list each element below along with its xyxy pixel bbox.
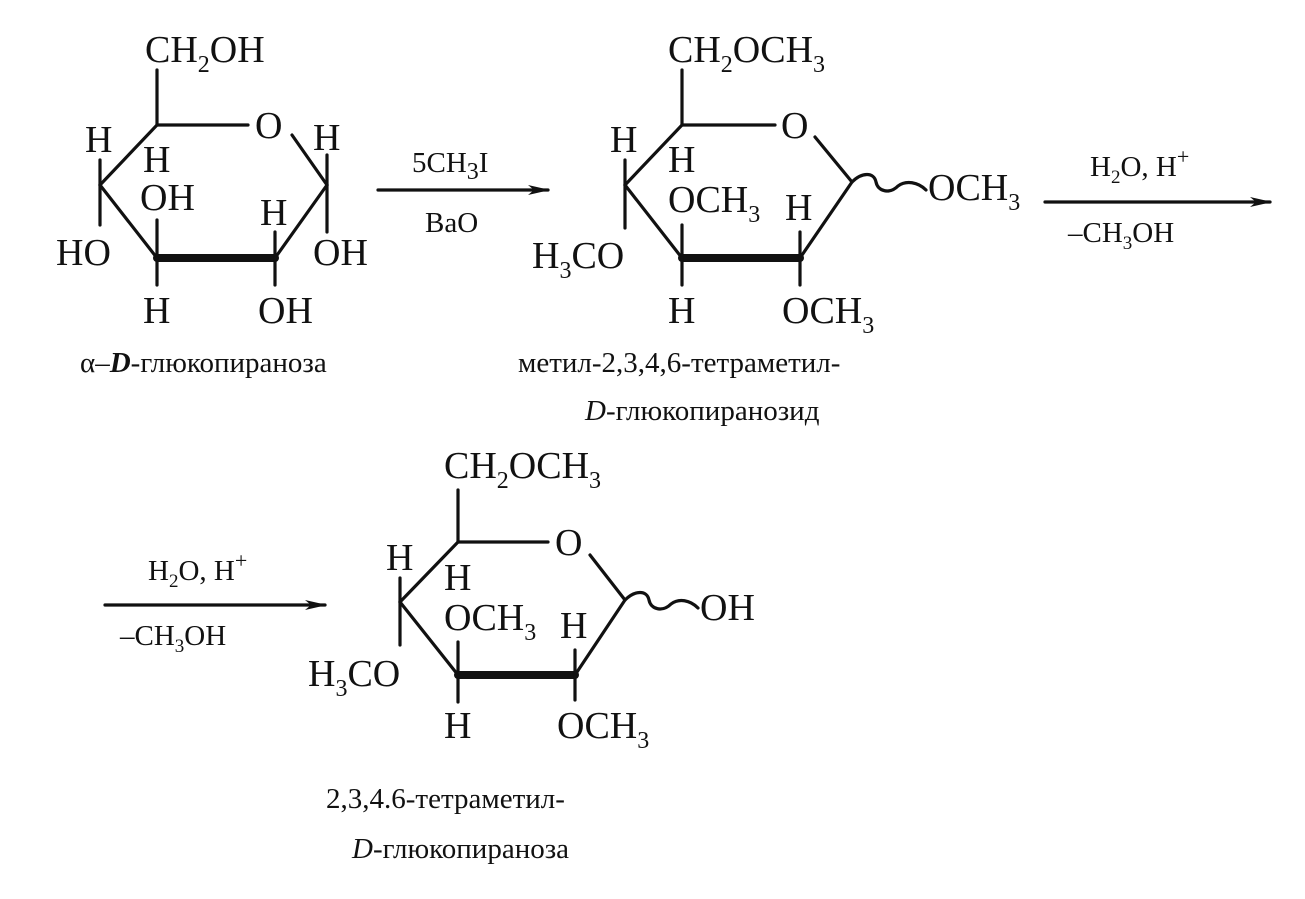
bond-c1-c2 xyxy=(273,183,329,260)
bond-o-c1 xyxy=(290,133,329,187)
label-h-c1: H xyxy=(313,117,340,159)
label-h-c5: H xyxy=(668,139,695,181)
label-ring-o: O xyxy=(555,522,582,564)
reagent-h2o-h: H2O, H+ xyxy=(148,548,247,592)
arrow-methylation: 5CH3I BaO xyxy=(376,147,550,239)
caption-line2: D-глюкопиранозид xyxy=(584,395,820,427)
bond-o-c1 xyxy=(813,135,854,184)
label-h3co-c4: H3CO xyxy=(308,653,400,702)
label-h-c2: H xyxy=(785,187,812,229)
reagent-ch3i: 5CH3I xyxy=(412,147,488,185)
bond-c1-c2 xyxy=(798,180,854,260)
label-och3-c2: OCH3 xyxy=(557,705,649,754)
label-och3-c2: OCH3 xyxy=(782,290,874,339)
bond-c4-c5 xyxy=(623,123,684,187)
bond-c4-c5 xyxy=(398,540,460,604)
reagent-minus-ch3oh: –CH3OH xyxy=(119,620,226,657)
bond-c3-c4 xyxy=(623,183,684,260)
bond-c1-c2 xyxy=(573,598,627,677)
label-och3-c3: OCH3 xyxy=(668,179,760,228)
bond-c3-c4 xyxy=(98,183,159,260)
label-h-c5: H xyxy=(143,139,170,181)
reagent-minus-ch3oh: –CH3OH xyxy=(1067,217,1174,254)
arrow-hydrolysis-1: H2O, H+ –CH3OH xyxy=(1043,144,1272,254)
label-ring-o: O xyxy=(255,105,282,147)
caption-alpha-d-glucopyranose: α–D-глюкопираноза xyxy=(80,347,327,379)
label-h3co-c4: H3CO xyxy=(532,235,624,284)
label-oh-c3: OH xyxy=(140,177,195,219)
label-ch2och3: CH2OCH3 xyxy=(668,29,825,78)
bond-c4-c5 xyxy=(98,123,159,187)
structure-alpha-d-glucopyranose: CH2OH O H H H OH H HO OH H OH α–D-глюкоп… xyxy=(56,29,368,379)
reagent-h2o-h: H2O, H+ xyxy=(1090,144,1189,188)
label-h-c4: H xyxy=(85,119,112,161)
caption-line1: 2,3,4.6-тетраметил- xyxy=(326,783,565,815)
label-ring-o: O xyxy=(781,105,808,147)
label-h-c2: H xyxy=(260,192,287,234)
structure-tetramethyl-glucopyranose: CH2OCH3 O H H OCH3 H H3CO H OCH3 OH 2,3,… xyxy=(308,445,755,865)
label-och3-c3: OCH3 xyxy=(444,597,536,646)
label-och3-anomeric: OCH3 xyxy=(928,167,1020,216)
label-ch2och3: CH2OCH3 xyxy=(444,445,601,494)
bond-anomeric-wavy xyxy=(850,172,928,193)
label-oh-c1: OH xyxy=(313,232,368,274)
bond-c3-c4 xyxy=(398,600,460,677)
structure-methyl-tetramethyl-glucopyranoside: CH2OCH3 O H H OCH3 H H3CO H OCH3 OCH3 ме… xyxy=(518,29,1020,427)
bond-o-c1 xyxy=(588,553,627,602)
label-h-c3: H xyxy=(444,705,471,747)
label-ch2oh: CH2OH xyxy=(145,29,265,78)
label-ho-c4: HO xyxy=(56,232,111,274)
bond-anomeric-wavy xyxy=(623,590,700,611)
reagent-bao: BaO xyxy=(425,207,478,239)
label-oh-c2: OH xyxy=(258,290,313,332)
label-h-c4: H xyxy=(610,119,637,161)
label-h-c3: H xyxy=(668,290,695,332)
label-h-c4: H xyxy=(386,537,413,579)
label-h-c2: H xyxy=(560,605,587,647)
label-h-c3: H xyxy=(143,290,170,332)
caption-line1: метил-2,3,4,6-тетраметил- xyxy=(518,347,840,379)
label-oh-anomeric: OH xyxy=(700,587,755,629)
caption-line2: D-глюкопираноза xyxy=(351,833,569,865)
label-h-c5: H xyxy=(444,557,471,599)
arrow-hydrolysis-2: H2O, H+ –CH3OH xyxy=(103,548,327,657)
